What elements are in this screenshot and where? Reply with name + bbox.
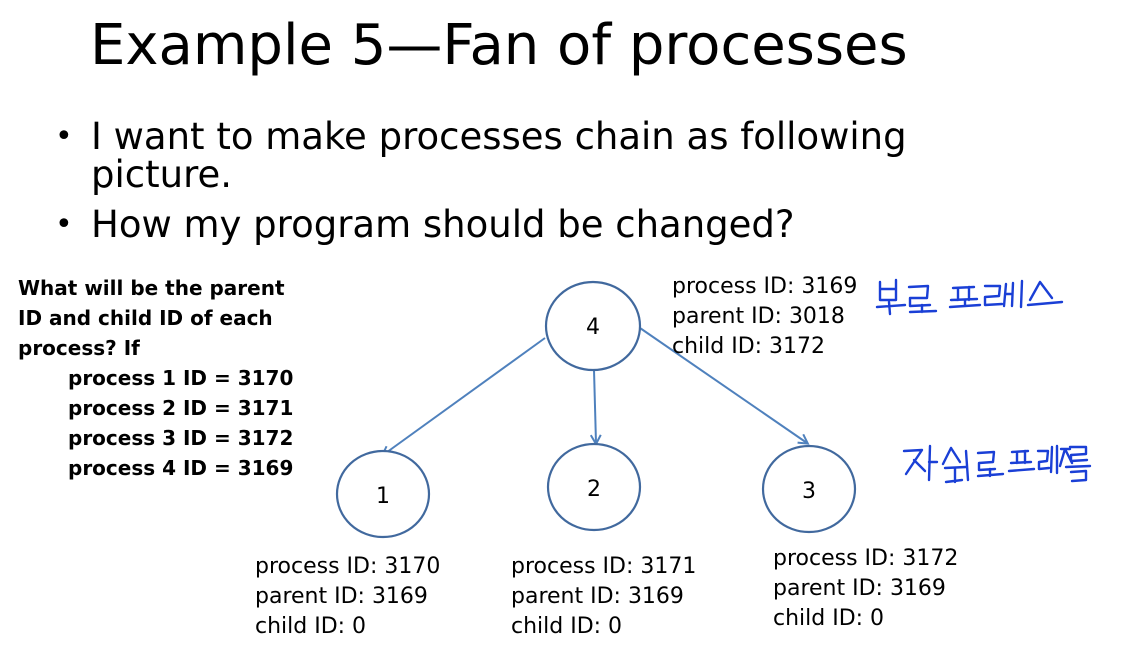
node-1-info: process ID: 3170 parent ID: 3169 child I… bbox=[255, 552, 440, 642]
node-4-info: process ID: 3169 parent ID: 3018 child I… bbox=[672, 272, 857, 362]
edge-4-to-2 bbox=[594, 369, 596, 443]
child-id-text: child ID: 0 bbox=[255, 614, 367, 639]
process-id-text: process ID: 3172 bbox=[773, 546, 959, 571]
bullet-item: I want to make processes chain as follow… bbox=[55, 118, 955, 194]
question-line: What will be the parent bbox=[18, 276, 285, 300]
child-id-text: child ID: 0 bbox=[511, 614, 623, 639]
node-3-info: process ID: 3172 parent ID: 3169 child I… bbox=[773, 544, 958, 634]
node-3-label: 3 bbox=[802, 479, 816, 504]
process-id-line: process 3 ID = 3172 bbox=[68, 426, 294, 450]
process-id-text: process ID: 3169 bbox=[672, 274, 858, 299]
node-4-label: 4 bbox=[586, 315, 600, 340]
node-2: 2 bbox=[546, 442, 642, 532]
process-id-line: process 2 ID = 3171 bbox=[68, 396, 294, 420]
edge-4-to-3 bbox=[639, 327, 807, 443]
node-2-label: 2 bbox=[587, 477, 601, 502]
node-4: 4 bbox=[544, 280, 642, 372]
bullet-item: How my program should be changed? bbox=[55, 206, 955, 245]
parent-id-text: parent ID: 3018 bbox=[672, 304, 845, 329]
question-line: ID and child ID of each bbox=[18, 306, 273, 330]
parent-id-text: parent ID: 3169 bbox=[773, 576, 946, 601]
child-id-text: child ID: 0 bbox=[773, 606, 885, 631]
node-3: 3 bbox=[761, 444, 857, 534]
process-id-text: process ID: 3170 bbox=[255, 554, 441, 579]
node-1-label: 1 bbox=[376, 484, 390, 509]
node-2-info: process ID: 3171 parent ID: 3169 child I… bbox=[511, 552, 696, 642]
handwritten-parent-note bbox=[875, 278, 1064, 316]
process-id-line: process 4 ID = 3169 bbox=[68, 456, 294, 480]
process-id-line: process 1 ID = 3170 bbox=[68, 366, 294, 390]
parent-id-text: parent ID: 3169 bbox=[255, 584, 428, 609]
question-block: What will be the parent ID and child ID … bbox=[18, 273, 293, 483]
process-id-text: process ID: 3171 bbox=[511, 554, 697, 579]
question-line: process? If bbox=[18, 336, 140, 360]
parent-id-text: parent ID: 3169 bbox=[511, 584, 684, 609]
edge-4-to-1 bbox=[383, 337, 546, 455]
node-1: 1 bbox=[335, 449, 431, 539]
bullet-list: I want to make processes chain as follow… bbox=[55, 118, 955, 256]
handwritten-child-note bbox=[902, 444, 1092, 484]
child-id-text: child ID: 3172 bbox=[672, 334, 826, 359]
slide-title: Example 5—Fan of processes bbox=[90, 13, 908, 78]
